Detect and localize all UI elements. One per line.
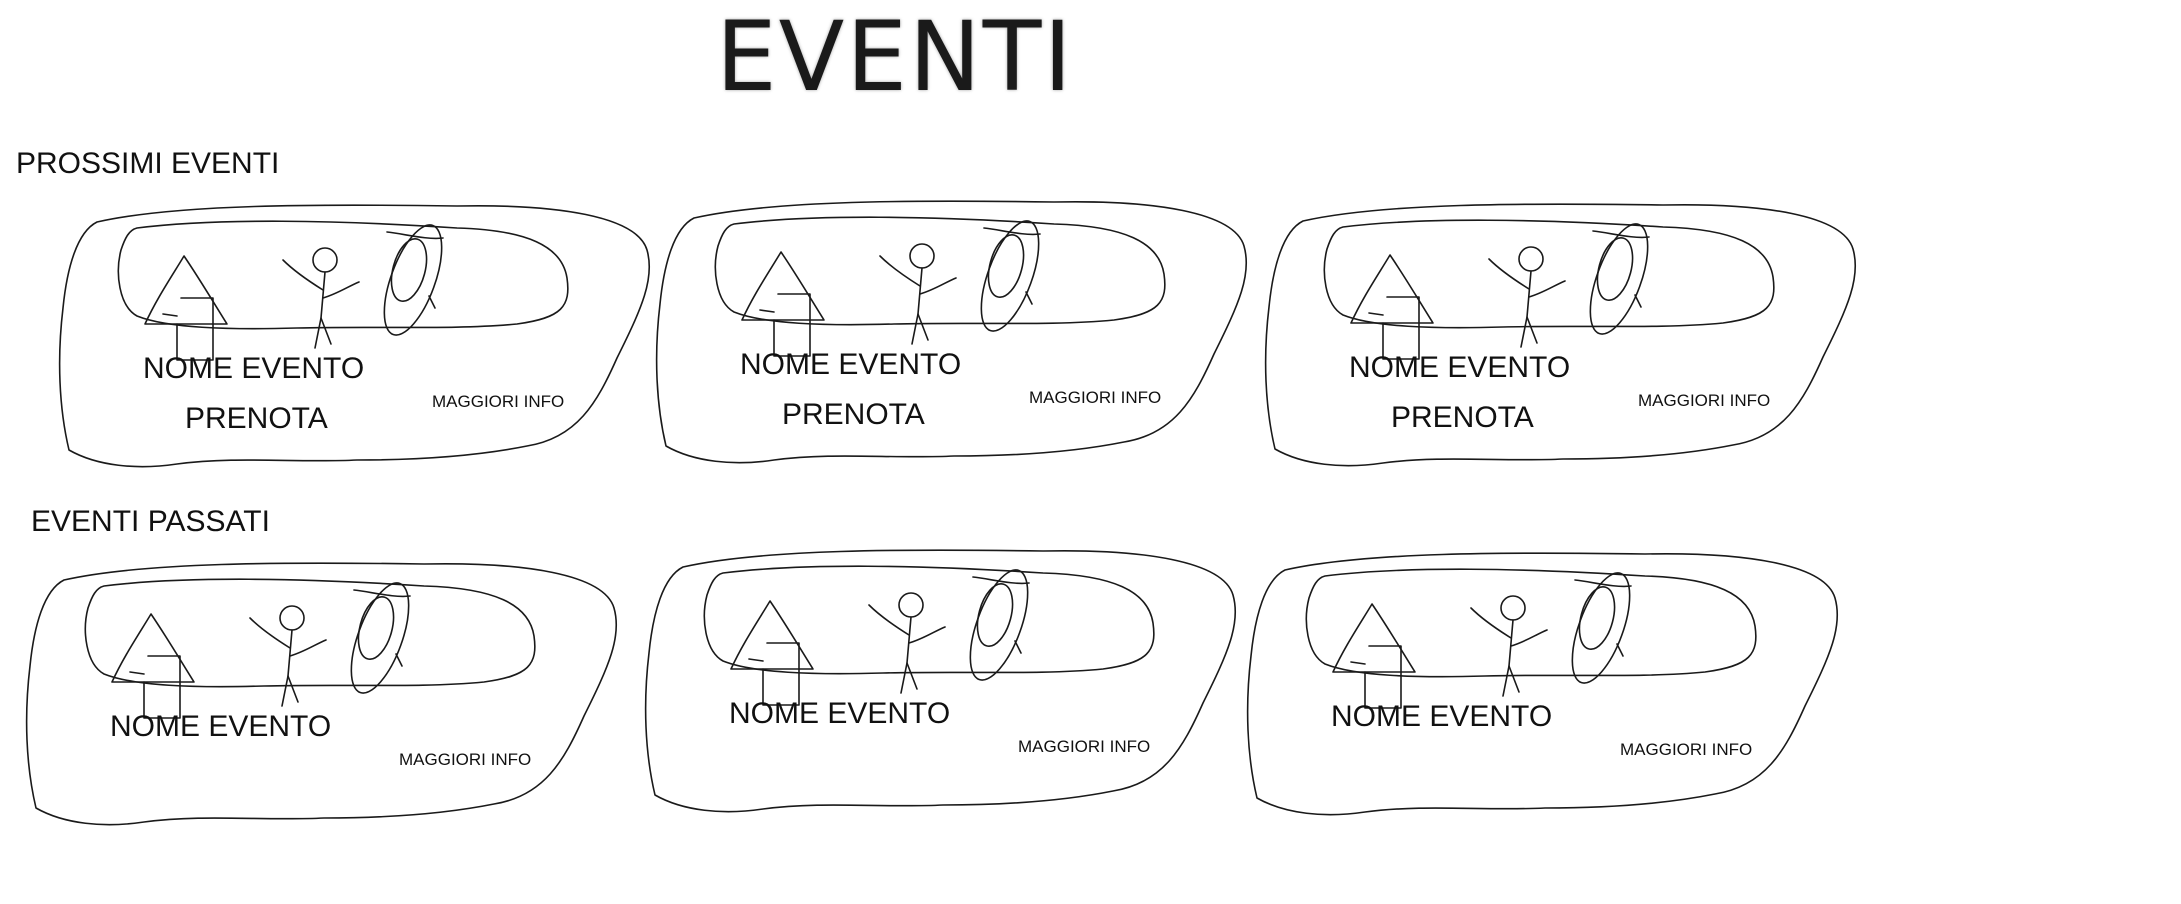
upcoming-events-heading: PROSSIMI EVENTI [16,147,280,180]
event-card-sketch [644,549,1237,813]
event-card-sketch [1264,203,1857,467]
more-info-link[interactable]: MAGGIORI INFO [1638,391,1771,410]
more-info-link[interactable]: MAGGIORI INFO [399,750,532,769]
event-card-sketch [58,204,651,468]
book-button[interactable]: PRENOTA [1391,401,1534,434]
book-button[interactable]: PRENOTA [185,402,328,435]
past-events-heading: EVENTI PASSATI [31,505,270,538]
upcoming-event-card: NOME EVENTO PRENOTA MAGGIORI INFO [1263,197,1863,487]
event-card-sketch [1246,552,1839,816]
more-info-link[interactable]: MAGGIORI INFO [432,392,565,411]
event-name: NOME EVENTO [1331,700,1553,733]
more-info-link[interactable]: MAGGIORI INFO [1029,388,1162,407]
past-event-card: NOME EVENTO MAGGIORI INFO [1245,546,1845,836]
event-card-sketch [655,200,1248,464]
past-event-card: NOME EVENTO MAGGIORI INFO [24,556,624,846]
event-name: NOME EVENTO [143,352,365,385]
book-button[interactable]: PRENOTA [782,398,925,431]
event-name: NOME EVENTO [729,697,951,730]
more-info-link[interactable]: MAGGIORI INFO [1620,740,1753,759]
more-info-link[interactable]: MAGGIORI INFO [1018,737,1151,756]
upcoming-event-card: NOME EVENTO PRENOTA MAGGIORI INFO [57,198,657,488]
event-name: NOME EVENTO [110,710,332,743]
past-event-card: NOME EVENTO MAGGIORI INFO [643,543,1243,833]
event-card-sketch [25,562,618,826]
upcoming-event-card: NOME EVENTO PRENOTA MAGGIORI INFO [654,194,1254,484]
event-name: NOME EVENTO [740,348,962,381]
event-name: NOME EVENTO [1349,351,1571,384]
page-title: EVENTI [716,1,1074,113]
